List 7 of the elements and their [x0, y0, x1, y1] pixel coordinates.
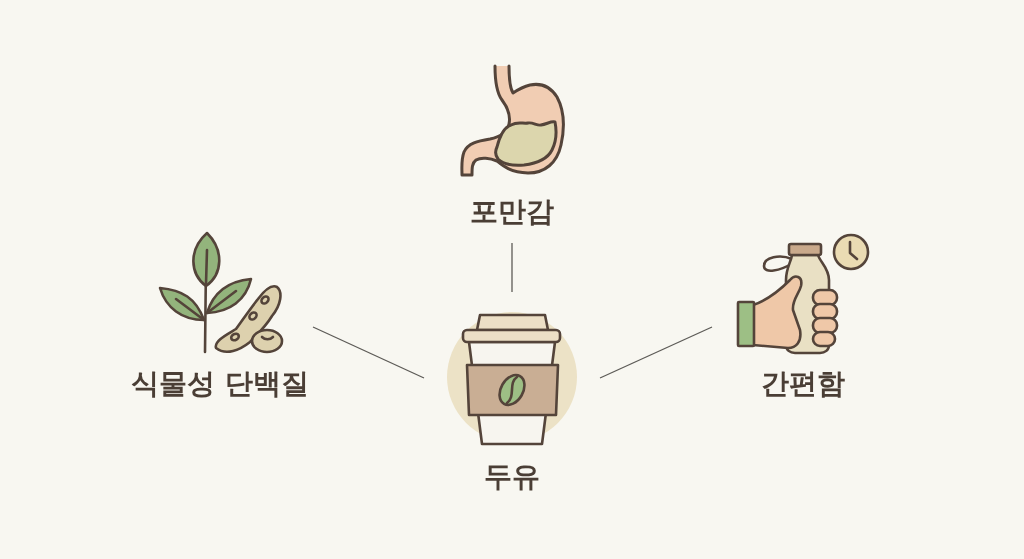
connector-line: [599, 326, 713, 379]
connector-line: [312, 326, 425, 379]
node-label: 식물성 단백질: [131, 368, 309, 400]
node-label: 간편함: [761, 368, 845, 400]
connector-line: [511, 242, 513, 293]
node-label: 포만감: [470, 196, 554, 228]
node-label: 두유: [484, 461, 540, 493]
